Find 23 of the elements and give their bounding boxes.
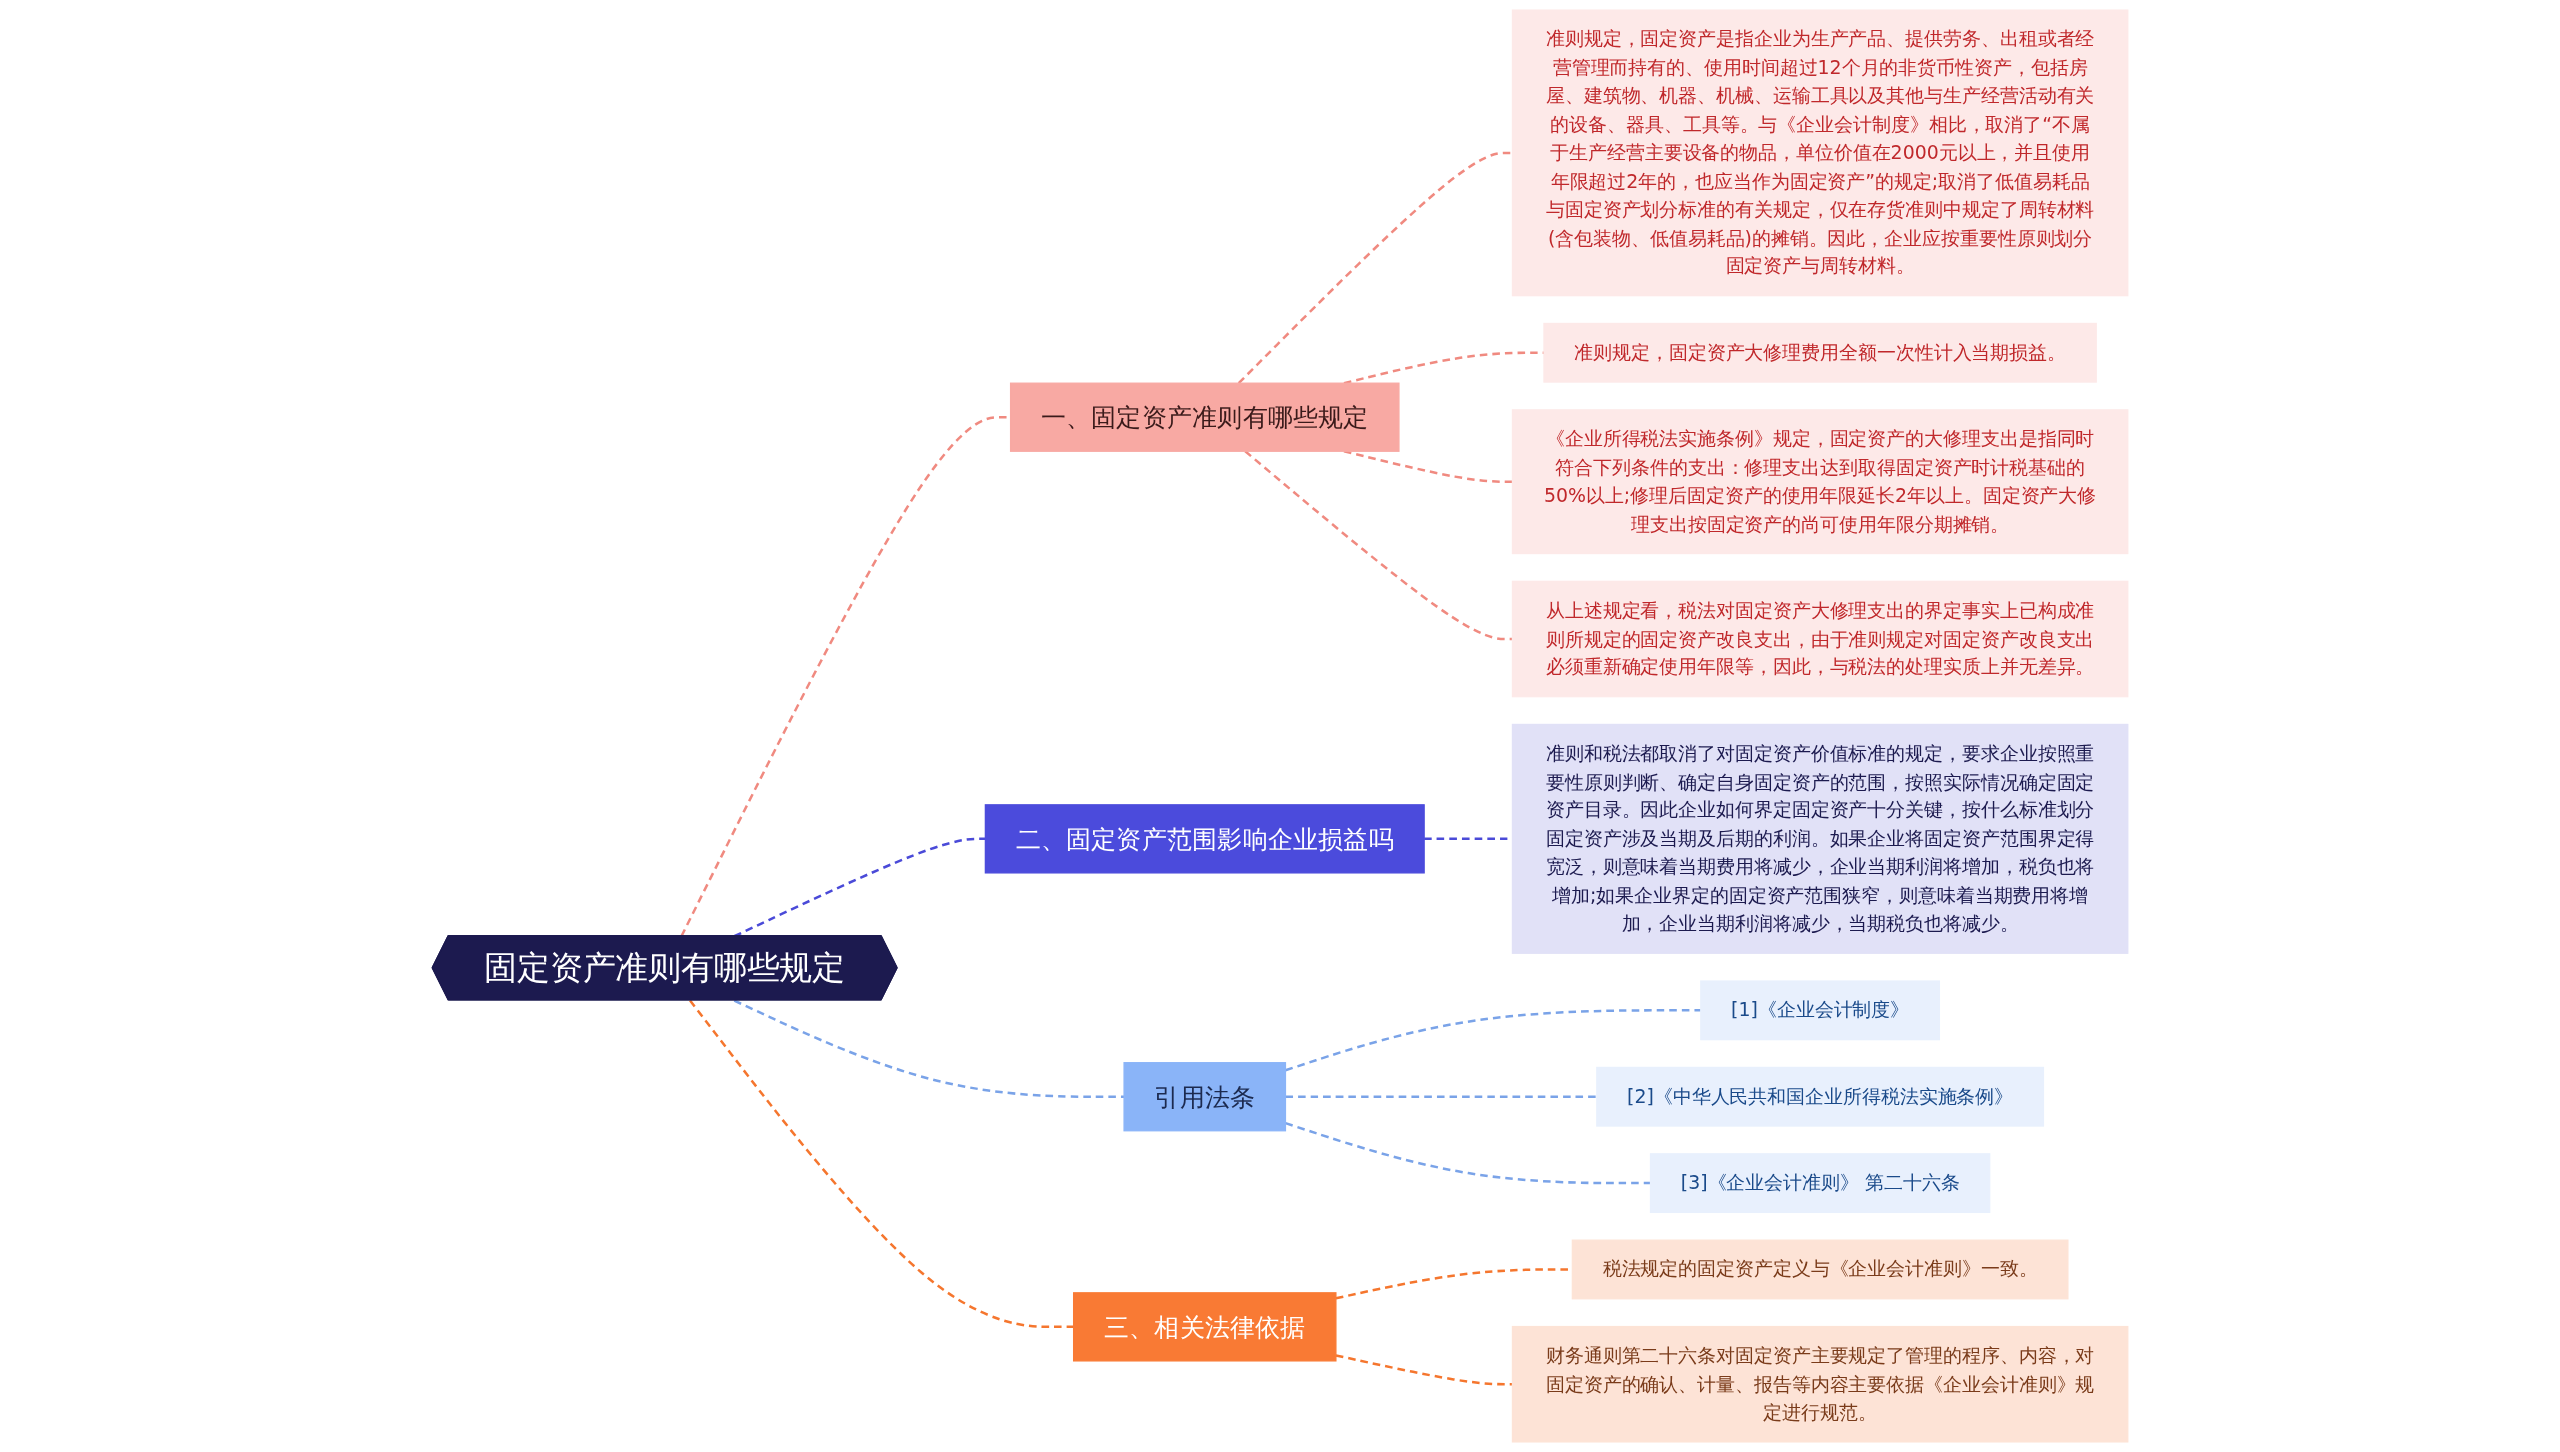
node-box: 二、固定资产范围影响企业损益吗 (984, 804, 1425, 874)
connector (1244, 450, 1513, 641)
connector (733, 999, 1125, 1098)
connector (1237, 151, 1513, 385)
node-box: [3]《企业会计准则》 第二十六条 (1649, 1153, 1991, 1214)
node-box: [1]《企业会计制度》 (1700, 980, 1941, 1041)
node-box: 准则规定，固定资产是指企业为生产产品、提供劳务、出租或者经营管理而持有的、使用时间超过12个月的非货币性资产，包括房屋、建筑物、机器、机械、运输工具以及其他与生产经营活动有关的设备、器具、工具等。与《企业会计制度》相比，取消了“不属于生产经营主要设备的物品，单位价值在2000元以上，并且使用年限超过2年的，也应当作为固定资产”的规定;取消了低值易耗品与固定资产划分标准的有关规定，仅在存货准则中规定了周转材料(含包装物、低值易耗品)的摊销。因此，企业应按重要性原则划分固定资产与周转材料。 (1511, 9, 2129, 297)
connector (689, 999, 1074, 1329)
node-box: 准则规定，固定资产大修理费用全额一次性计入当期损益。 (1543, 322, 2097, 383)
node-box: 三、相关法律依据 (1073, 1292, 1337, 1362)
node-box: 财务通则第二十六条对固定资产主要规定了管理的程序、内容，对固定资产的确认、计量、报告等内容主要依据《企业会计准则》规定进行规范。 (1511, 1325, 2129, 1443)
node-box: 从上述规定看，税法对固定资产大修理支出的界定事实上已构成准则所规定的固定资产改良支出，由于准则规定对固定资产改良支出必须重新确定使用年限等，因此，与税法的处理实质上并无差异。 (1511, 580, 2129, 698)
node-box: 《企业所得税法实施条例》规定，固定资产的大修理支出是指同时符合下列条件的支出：修理支出达到取得固定资产时计税基础的50%以上;修理后固定资产的使用年限延长2年以上。固定资产大修理支出按固定资产的尚可使用年限分期摊销。 (1511, 409, 2129, 555)
node-box: 一、固定资产准则有哪些规定 (1009, 382, 1400, 452)
connector (1285, 1121, 1651, 1185)
node-box: 引用法条 (1123, 1062, 1287, 1132)
connector (1285, 1009, 1701, 1072)
connector (1335, 1354, 1513, 1386)
node-box: 税法规定的固定资产定义与《企业会计准则》一致。 (1571, 1239, 2069, 1300)
connector (1285, 1095, 1597, 1098)
node-box: 准则和税法都取消了对固定资产价值标准的规定，要求企业按照重要性原则判断、确定自身固定资产的范围，按照实际情况确定固定资产目录。因此企业如何界定固定资产十分关键，按什么标准划分固定资产涉及当期及后期的利润。如果企业将固定资产范围界定得宽泛，则意味着当期费用将减少，企业当期利润将增加，税负也将增加;如果企业界定的固定资产范围狭窄，则意味着当期费用将增加，企业当期利润将减少，当期税负也将减少。 (1511, 723, 2129, 954)
connector (1343, 450, 1513, 483)
node-box: [2]《中华人民共和国企业所得税法实施条例》 (1596, 1066, 2045, 1127)
